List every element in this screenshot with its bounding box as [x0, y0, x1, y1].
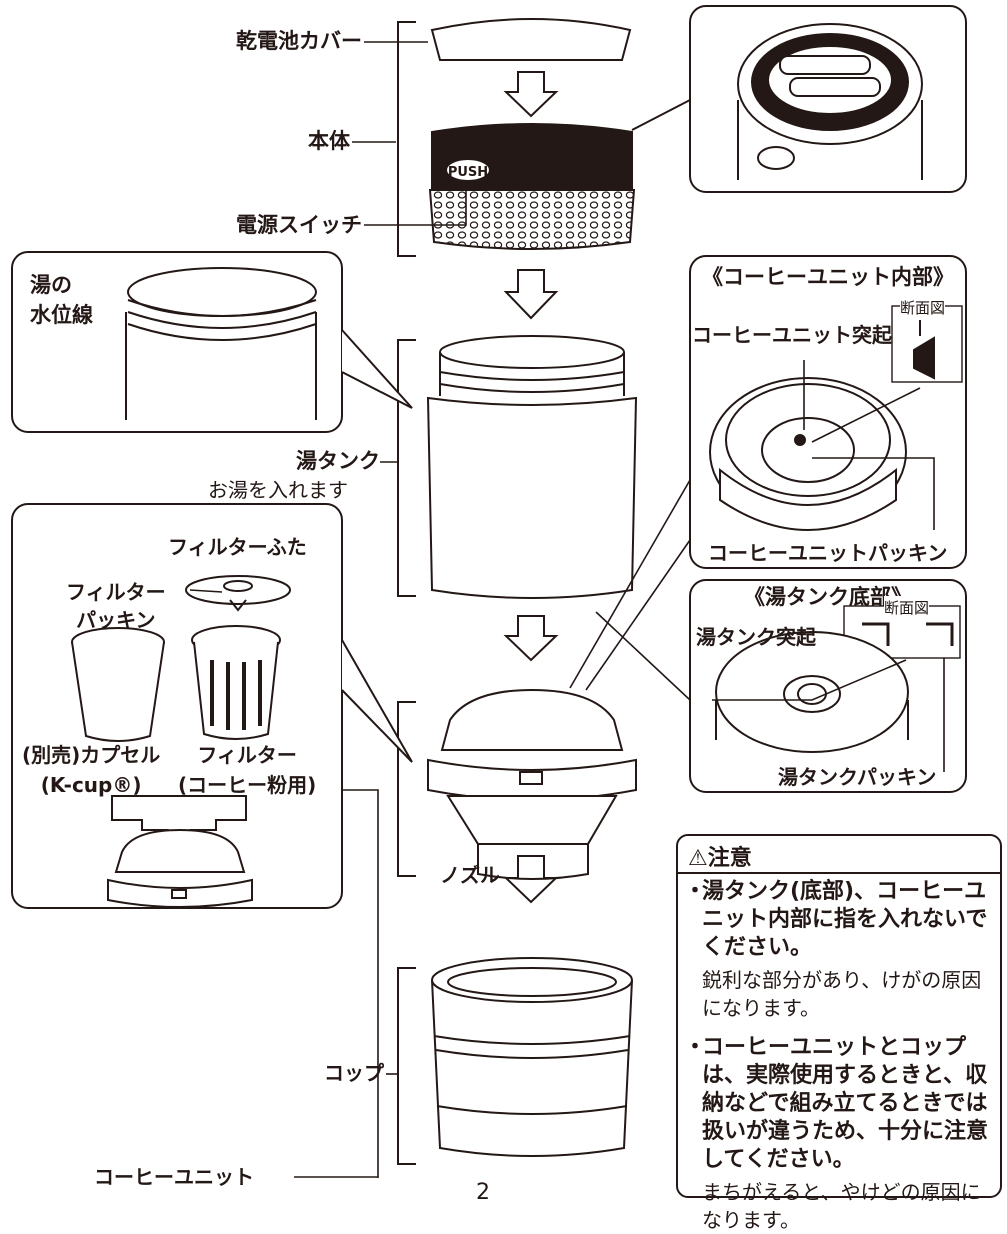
tank-top-inset-illustration — [125, 267, 317, 420]
capsule-label: (別売)カプセル (K-cup®) — [22, 743, 161, 797]
tank-illustration — [426, 335, 638, 599]
section-view-label-2: 断面図 — [884, 596, 930, 620]
tank-sub-label: お湯を入れます — [208, 478, 348, 502]
filter-lid-illustration — [185, 575, 291, 612]
filter-packing-label: フィルター パッキン — [66, 580, 166, 632]
caution-item: ・ コーヒーユニットとコップは、実際使用するときと、収納などで組み立てるときでは… — [684, 1034, 996, 1234]
caution-item-text: 湯タンク(底部)、コーヒーユニット内部に指を入れないでください。 — [702, 879, 988, 960]
bullet: ・ — [684, 879, 707, 904]
coffee-unit-packing-label: コーヒーユニットパッキン — [708, 541, 948, 565]
caution-item: ・ 湯タンク(底部)、コーヒーユニット内部に指を入れないでください。 鋭利な部分… — [684, 878, 996, 1022]
tank-label: 湯タンク — [296, 449, 380, 473]
body-label: 本体 — [308, 129, 350, 153]
section-view-label-1: 断面図 — [900, 296, 946, 320]
filter-lid-label: フィルターふた — [168, 535, 307, 559]
caution-title: ⚠注意 — [688, 846, 752, 871]
tank-protrusion-label: 湯タンク突起 — [696, 625, 816, 649]
bullet: ・ — [684, 1035, 707, 1060]
coffee-unit-inside-title: 《コーヒーユニット内部》 — [702, 265, 954, 289]
filter-illustration — [191, 625, 281, 740]
cup-label: コップ — [324, 1061, 384, 1085]
caution-item-note: 鋭利な部分があり、けがの原因になります。 — [702, 968, 982, 1020]
tank-bottom-illustration — [715, 622, 954, 753]
filter-label: フィルター (コーヒー粉用) — [178, 743, 317, 797]
push-mark: PUSH — [448, 165, 488, 180]
cup-illustration — [431, 957, 633, 1157]
coffee-unit-small-illustration — [107, 828, 253, 908]
caution-item-note: まちがえると、やけどの原因になります。 — [702, 1180, 981, 1232]
coffee-unit-protrusion-label: コーヒーユニット突起 — [692, 323, 892, 347]
power-switch-label: 電源スイッチ — [236, 213, 362, 237]
capsule-illustration — [71, 627, 165, 742]
caution-item-text: コーヒーユニットとコップは、実際使用するときと、収納などで組み立てるときでは扱い… — [702, 1035, 989, 1172]
tank-packing-label: 湯タンクパッキン — [778, 765, 937, 789]
coffee-unit-illustration — [427, 688, 637, 880]
battery-cover-illustration — [430, 18, 632, 61]
nozzle-label: ノズル — [440, 863, 500, 887]
coffee-unit-inside-illustration — [709, 318, 935, 531]
body-unit-illustration — [428, 123, 636, 250]
battery-cover-label: 乾電池カバー — [236, 29, 362, 53]
coffee-unit-label: コーヒーユニット — [94, 1165, 254, 1189]
caution-divider — [678, 872, 1000, 874]
battery-inset-illustration — [737, 23, 923, 180]
caution-box: ⚠注意 ・ 湯タンク(底部)、コーヒーユニット内部に指を入れないでください。 鋭… — [676, 834, 1002, 1232]
page-number: 2 — [476, 1180, 490, 1205]
water-line-label: 湯の 水位線 — [30, 273, 93, 327]
